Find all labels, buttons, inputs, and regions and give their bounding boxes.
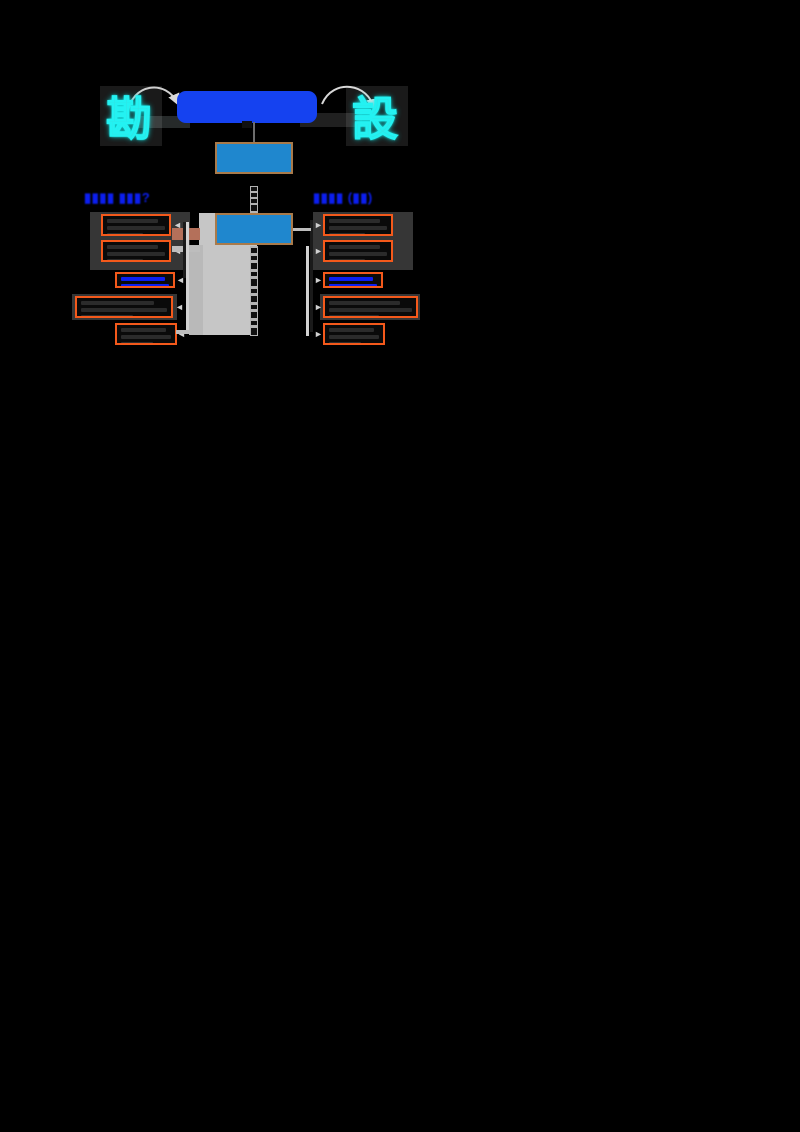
- redaction-line: [121, 284, 169, 286]
- redaction-line: [81, 315, 133, 316]
- redaction-line: [121, 342, 153, 343]
- center-vertical-label-lower: [250, 246, 258, 336]
- right-arrow-icon: ►: [314, 275, 323, 285]
- lower-blue-node[interactable]: [215, 213, 293, 245]
- list-item[interactable]: [323, 240, 393, 262]
- list-item[interactable]: [323, 214, 393, 236]
- left-arrow-icon: ◄: [176, 275, 185, 285]
- haze-bar-left: [138, 116, 190, 128]
- redaction-line: [329, 342, 361, 343]
- right-bracket-rail-dark: [310, 220, 313, 332]
- left-rail-foot: [176, 330, 190, 334]
- left-arrow-icon: ◄: [173, 220, 182, 230]
- right-arrow-icon: ►: [314, 246, 323, 256]
- redaction-line: [107, 219, 159, 223]
- connector-banner-to-upper-node: [253, 122, 255, 142]
- redaction-line: [329, 308, 412, 312]
- redaction-line: [329, 226, 387, 230]
- redaction-line: [329, 233, 366, 234]
- left-arrow-icon: ◄: [175, 302, 184, 312]
- redaction-line: [329, 328, 375, 332]
- list-item[interactable]: [323, 272, 383, 288]
- redaction-line: [329, 284, 377, 286]
- left-arrow-icon: ◄: [177, 329, 186, 339]
- kanji-glyph-right: 設: [352, 92, 399, 146]
- right-bracket-rail: [306, 246, 309, 336]
- list-item[interactable]: [115, 272, 175, 288]
- redaction-line: [329, 245, 381, 249]
- column-left-heading: ▮▮▮▮ ▮▮▮?: [84, 190, 151, 205]
- kanji-glyph-left: 勘: [106, 92, 153, 146]
- list-item[interactable]: [323, 323, 385, 345]
- upper-blue-node[interactable]: [215, 142, 293, 174]
- redaction-line: [329, 252, 387, 256]
- connector-lower-node-to-right: [293, 228, 311, 231]
- redaction-line: [107, 226, 165, 230]
- list-item[interactable]: [323, 296, 418, 318]
- left-bracket-rail-dark: [183, 222, 186, 278]
- redaction-line: [81, 301, 155, 305]
- banner-redaction-mark: [242, 121, 252, 128]
- redaction-line: [107, 245, 159, 249]
- redaction-line: [329, 277, 373, 281]
- redaction-line: [329, 301, 400, 305]
- redaction-line: [329, 219, 381, 223]
- top-banner[interactable]: [178, 92, 316, 128]
- redaction-line: [81, 308, 167, 312]
- redaction-line: [329, 335, 379, 339]
- redaction-line: [121, 328, 167, 332]
- redaction-line: [107, 252, 165, 256]
- redaction-line: [121, 335, 171, 339]
- redaction-line: [107, 233, 144, 234]
- redaction-line: [329, 315, 380, 316]
- list-item[interactable]: [101, 240, 171, 262]
- right-arrow-icon: ►: [314, 329, 323, 339]
- list-item[interactable]: [101, 214, 171, 236]
- center-grey-slab-left: [189, 245, 203, 335]
- list-item[interactable]: [75, 296, 173, 318]
- right-arrow-icon: ►: [314, 302, 323, 312]
- left-bracket-rail: [186, 222, 189, 332]
- redaction-line: [329, 259, 366, 260]
- list-item[interactable]: [115, 323, 177, 345]
- center-vertical-label-upper: [250, 186, 258, 213]
- column-right-heading: ▮▮▮▮ (▮▮): [313, 190, 373, 205]
- right-arrow-icon: ►: [314, 220, 323, 230]
- redaction-line: [121, 277, 165, 281]
- redaction-line: [107, 259, 144, 260]
